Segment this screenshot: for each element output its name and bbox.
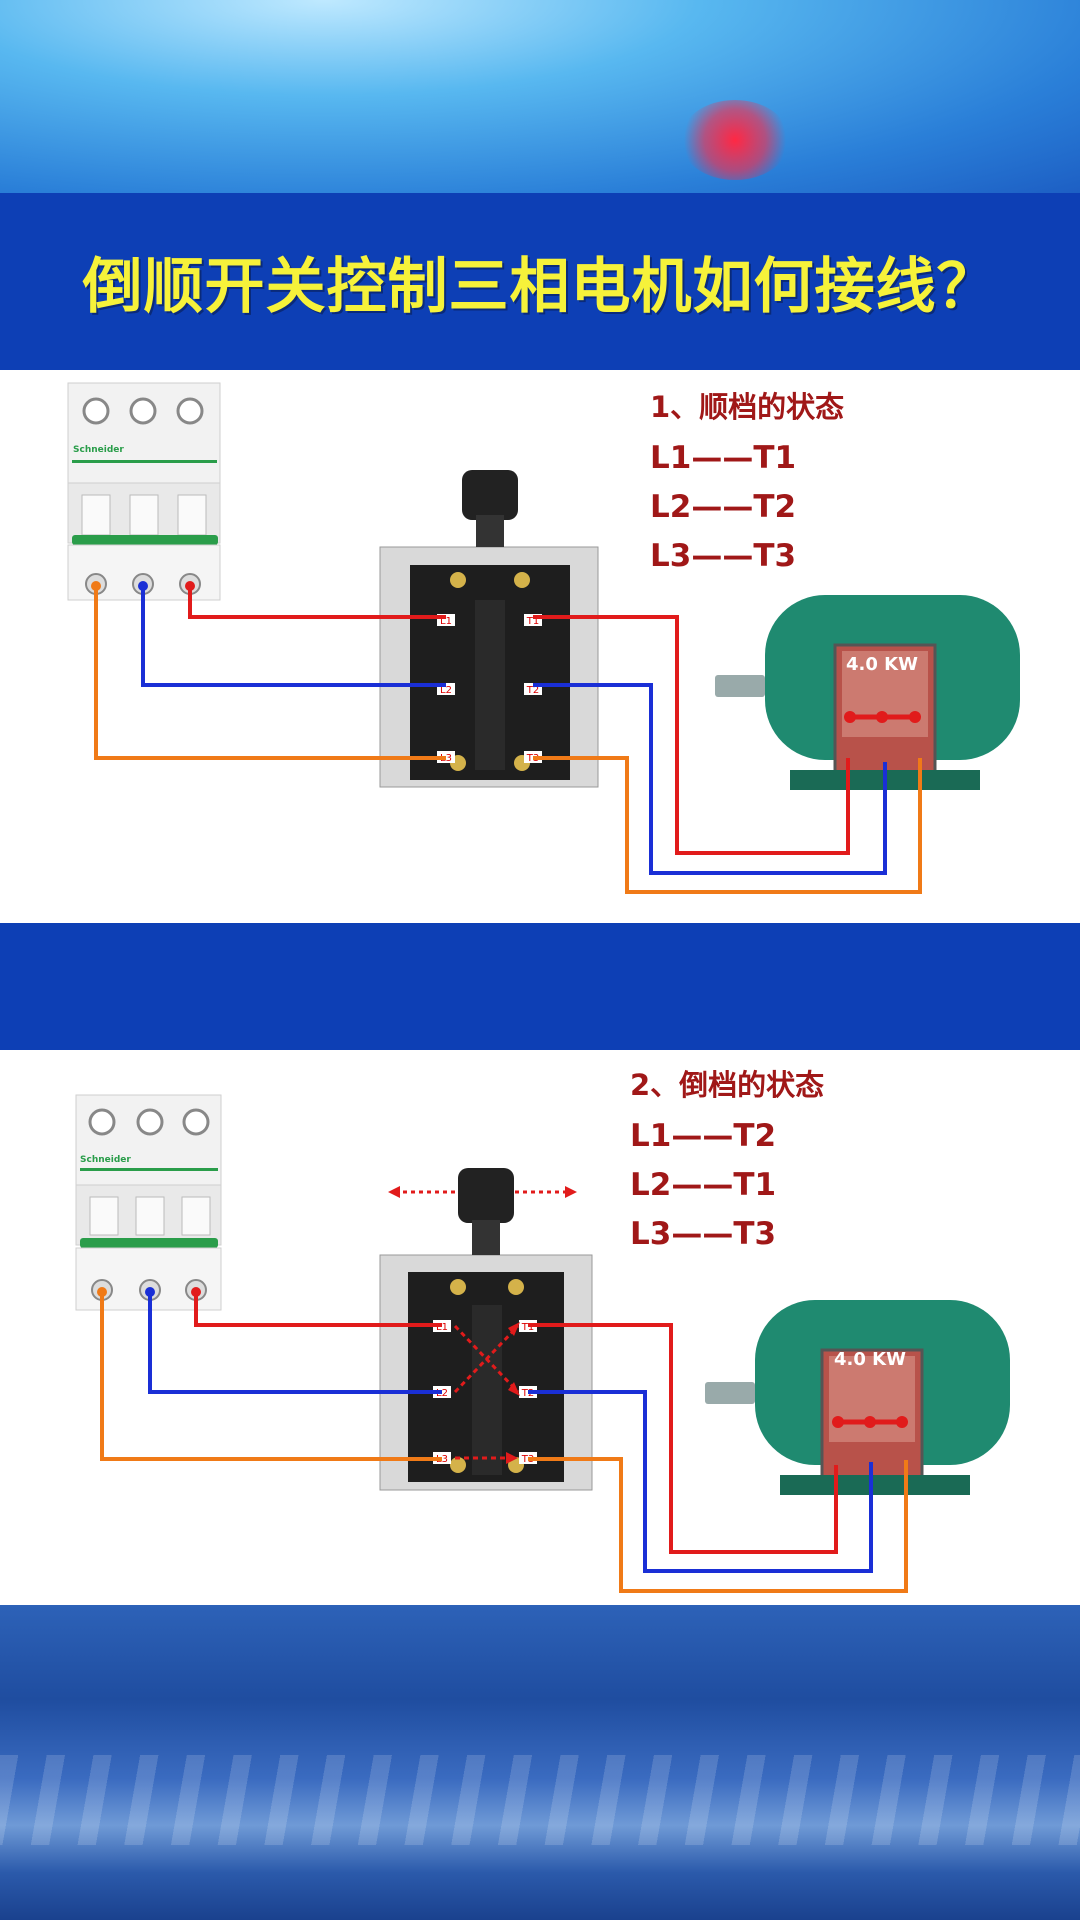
top-background xyxy=(0,0,1080,193)
forward-wiring-diagram: Schneider L1 T1 xyxy=(67,382,1020,894)
switch-label-l1: L1 xyxy=(436,1322,448,1333)
switch-label-t1: T1 xyxy=(521,1322,534,1333)
switch-label-l1: L1 xyxy=(440,616,452,627)
reverse-state-text: 2、倒档的状态 L1——T2 L2——T1 L3——T3 xyxy=(630,1062,824,1265)
title-band: 倒顺开关控制三相电机如何接线？ xyxy=(0,193,1080,370)
switch-knob xyxy=(458,1168,514,1223)
motor-label: 4.0 KW xyxy=(846,654,918,675)
switch-label-t3: T3 xyxy=(526,753,539,764)
switch-label-t2: T2 xyxy=(521,1388,534,1399)
diagram-forward: 1、顺档的状态 L1——T1 L2——T2 L3——T3 Schneider xyxy=(0,370,1080,923)
reversing-switch: L1 T1 L2 T2 L3 T3 xyxy=(379,470,599,788)
middle-band xyxy=(0,923,1080,1050)
forward-map-3: L3——T3 xyxy=(650,538,797,574)
circuit-breaker: Schneider xyxy=(75,1094,222,1311)
three-phase-motor: 4.0 KW xyxy=(715,595,1020,790)
forward-map-2: L2——T2 xyxy=(650,489,797,525)
bottom-background xyxy=(0,1605,1080,1920)
red-glare xyxy=(680,100,790,180)
switch-label-t1: T1 xyxy=(526,616,539,627)
rotation-arrows xyxy=(388,1186,577,1198)
circuit-breaker: Schneider xyxy=(67,382,221,601)
switch-label-t3: T3 xyxy=(521,1454,534,1465)
wave-foam xyxy=(0,1755,1080,1845)
switch-knob xyxy=(462,470,518,520)
reverse-heading: 2、倒档的状态 xyxy=(630,1068,825,1102)
motor-label: 4.0 KW xyxy=(834,1349,906,1370)
reverse-map-3: L3——T3 xyxy=(630,1216,777,1252)
reverse-map-2: L2——T1 xyxy=(630,1167,777,1203)
breaker-brand: Schneider xyxy=(73,445,124,455)
diagram-reverse: 2、倒档的状态 L1——T2 L2——T1 L3——T3 Schneider xyxy=(0,1050,1080,1605)
breaker-brand: Schneider xyxy=(80,1155,131,1165)
reverse-wiring-diagram: Schneider xyxy=(75,1094,1010,1593)
reverse-map-1: L1——T2 xyxy=(630,1118,777,1154)
switch-label-t2: T2 xyxy=(526,685,539,696)
page-title: 倒顺开关控制三相电机如何接线？ xyxy=(82,252,998,322)
three-phase-motor: 4.0 KW xyxy=(705,1300,1010,1495)
switch-label-l2: L2 xyxy=(440,685,452,696)
reversing-switch: L1 T1 L2 T2 L3 T3 xyxy=(379,1168,593,1491)
reverse-wires xyxy=(100,1292,908,1593)
forward-map-1: L1——T1 xyxy=(650,440,797,476)
forward-heading: 1、顺档的状态 xyxy=(650,390,845,424)
forward-state-text: 1、顺档的状态 L1——T1 L2——T2 L3——T3 xyxy=(650,384,844,587)
forward-wires xyxy=(94,586,922,894)
